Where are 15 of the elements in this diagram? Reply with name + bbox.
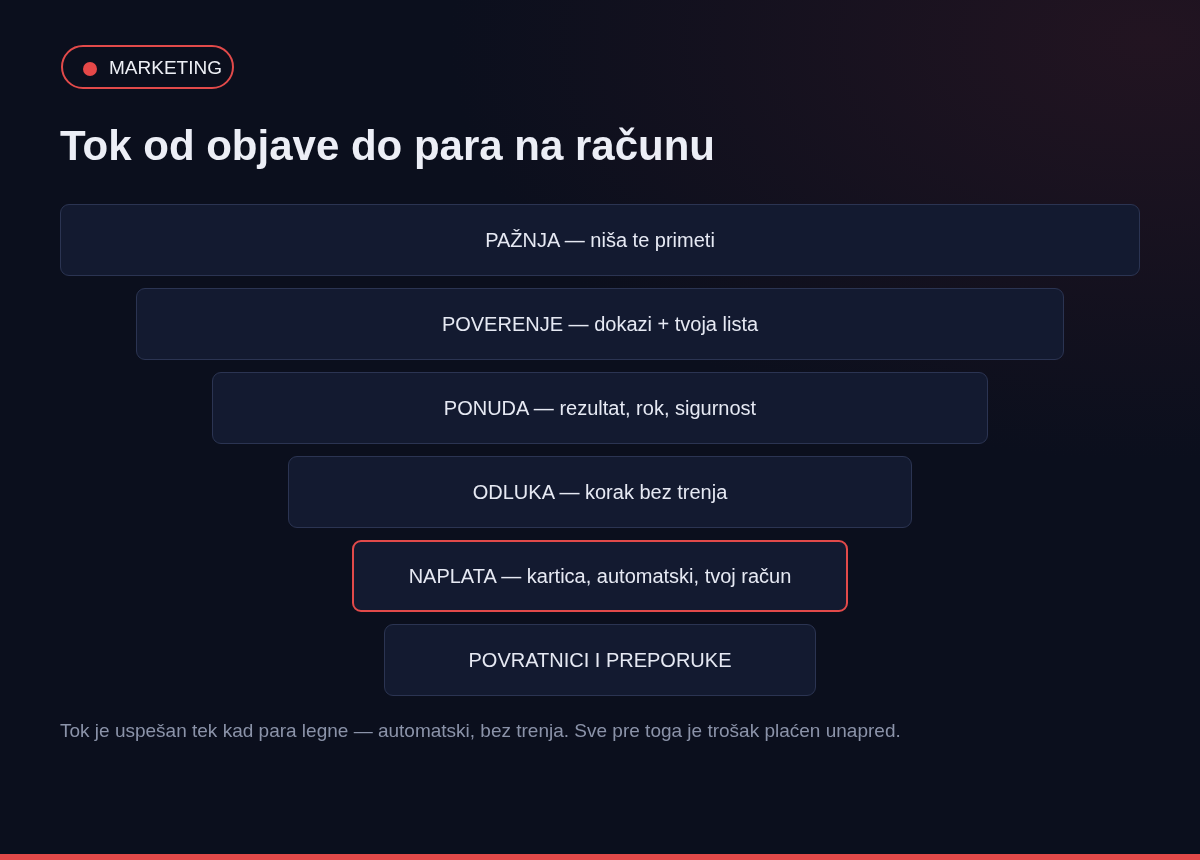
funnel-stage [384,624,816,696]
stage-label: PONUDA — rezultat, rok, sigurnost [442,396,758,420]
stage-label: NAPLATA — kartica, automatski, tvoj račun [407,564,793,588]
funnel-stage [60,204,1140,276]
highlighted-funnel-stage [352,540,848,612]
funnel-stage [288,456,912,528]
funnel-stage [136,288,1064,360]
caption-text: Tok je uspešan tek kad para legne — automatski, bez trenja. Sve pre toga je trošak plaćen unapred. [60,719,901,743]
tag-text: MARKETING [109,58,222,78]
stage-label: ODLUKA — korak bez trenja [471,480,729,504]
diagram-title: Tok od objave do para na računu [60,121,715,171]
funnel-stage [212,372,988,444]
stage-label: PAŽNJA — niša te primeti [484,228,716,252]
stage-label: POVRATNICI I PREPORUKE [467,648,733,672]
stage-label: POVERENJE — dokazi + tvoja lista [440,312,760,336]
